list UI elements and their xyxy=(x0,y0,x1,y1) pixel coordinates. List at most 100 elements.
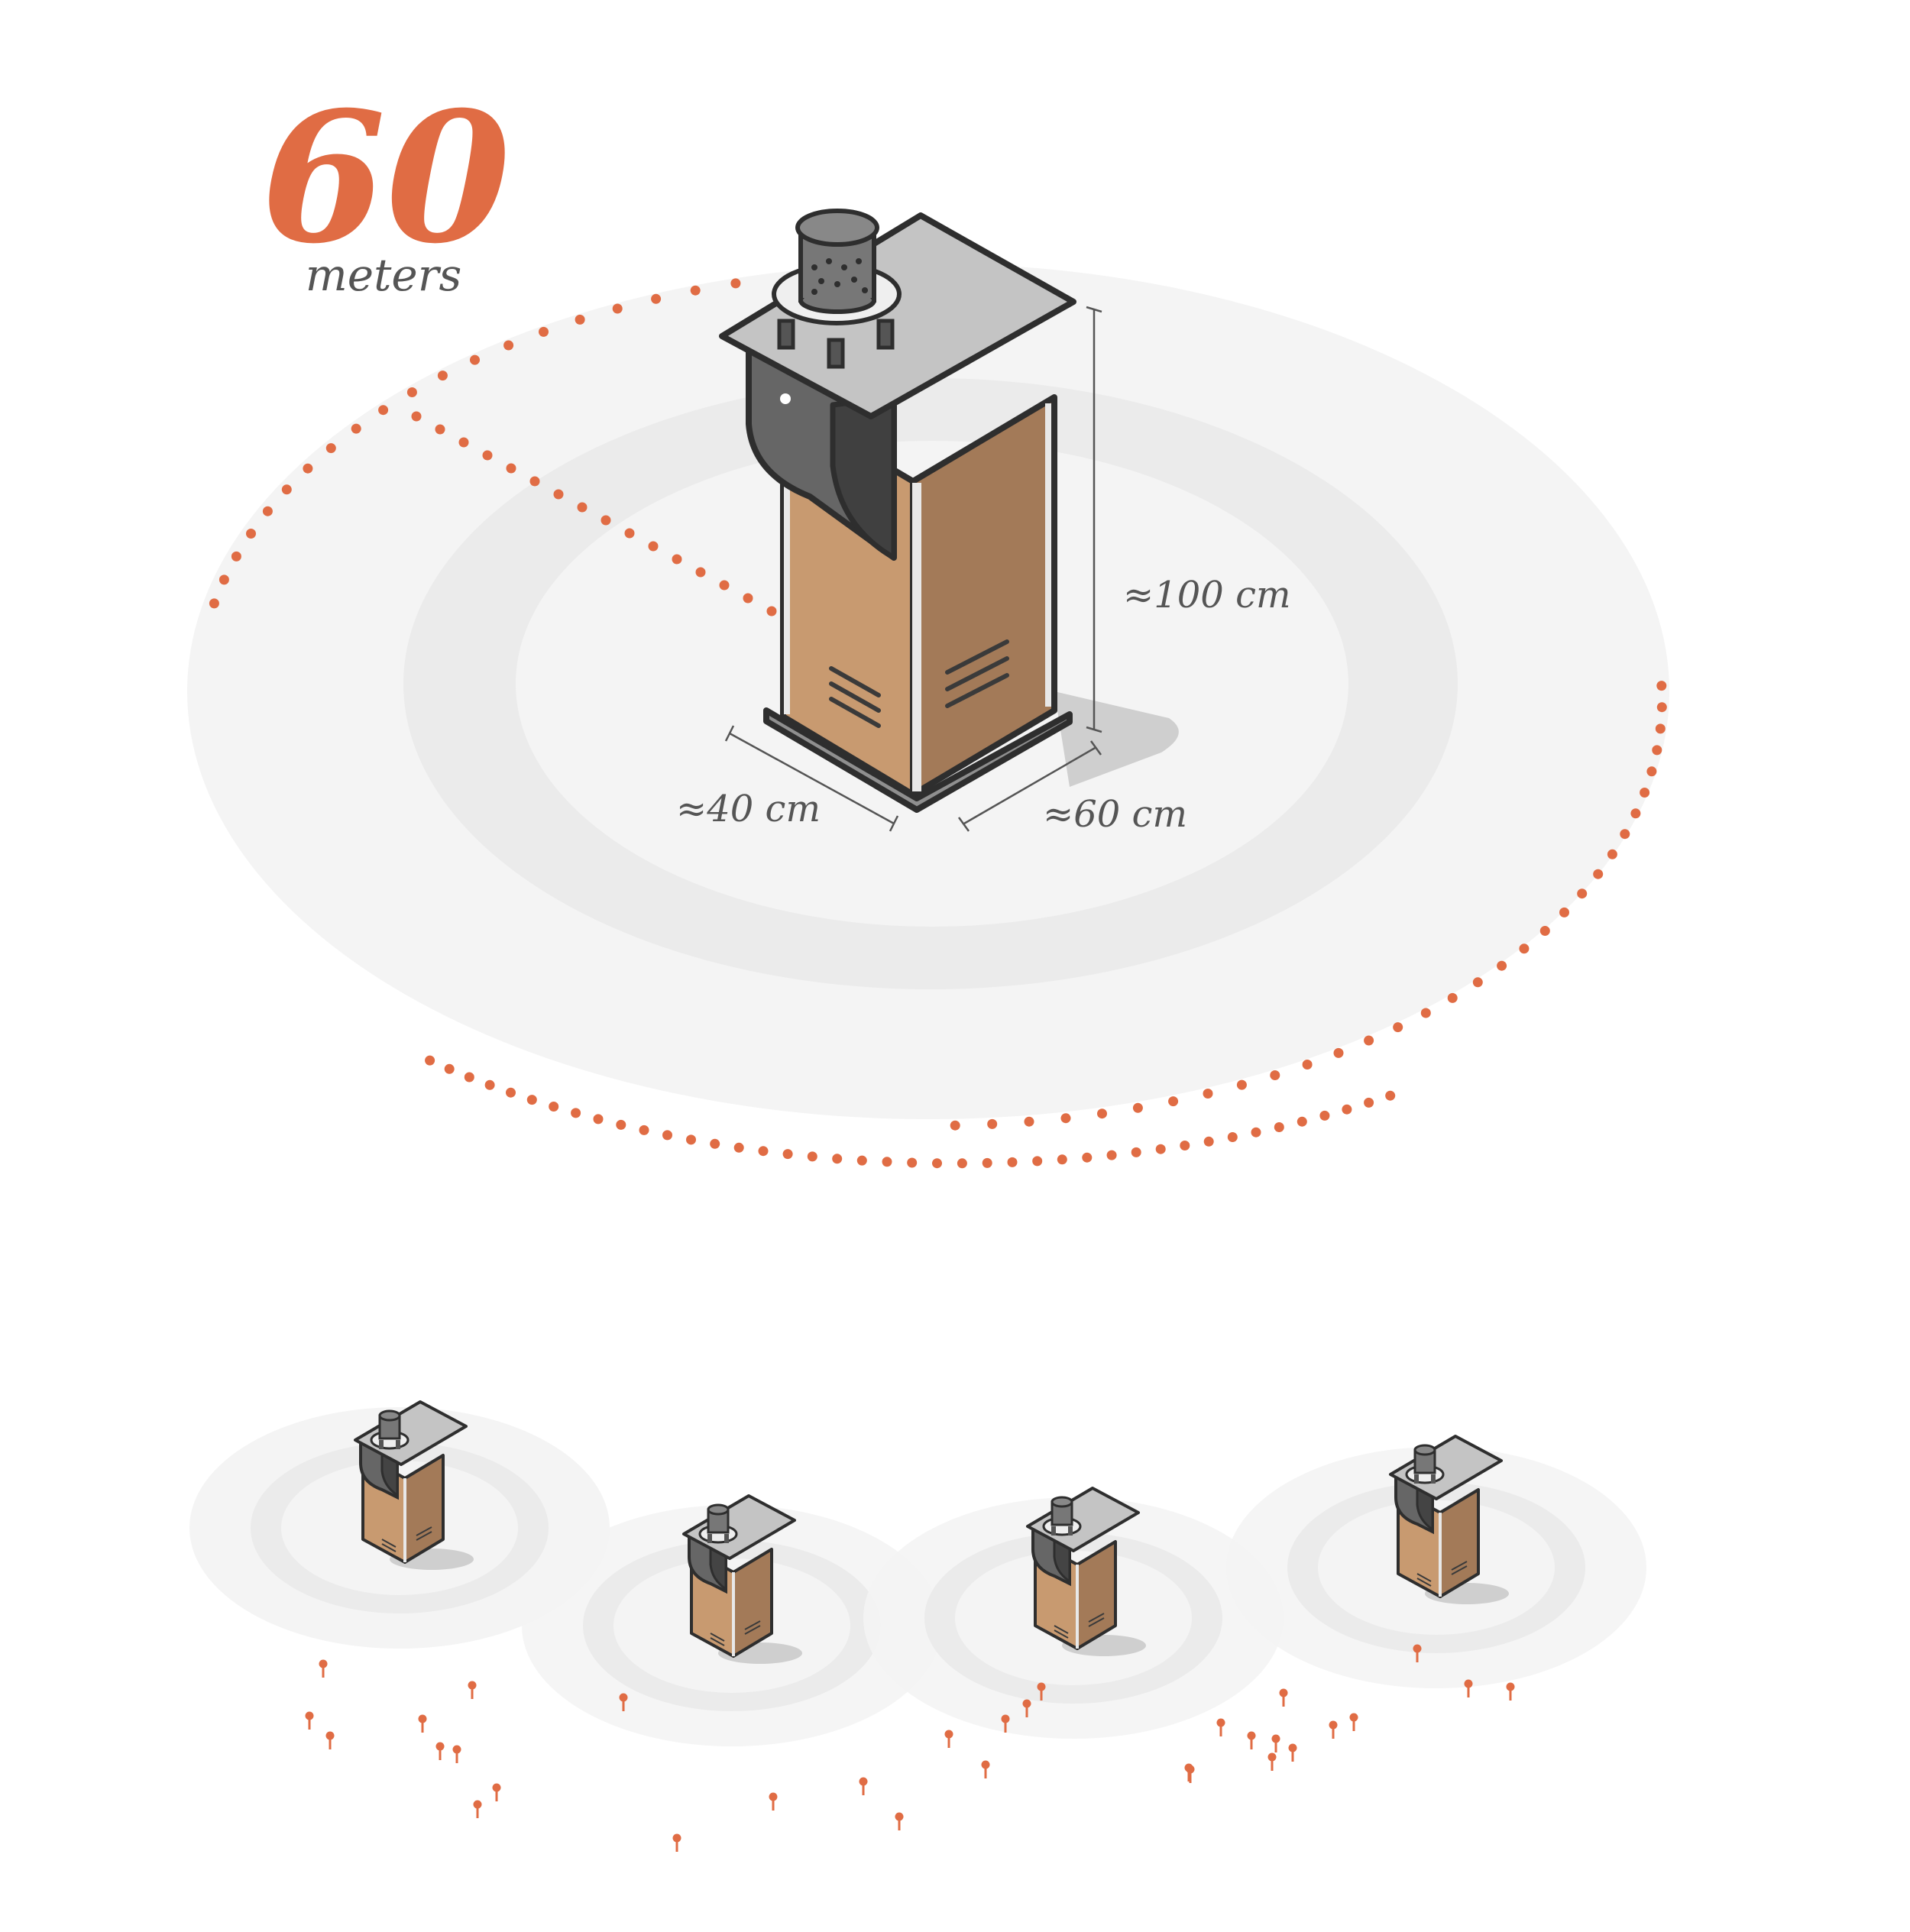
radius-dot xyxy=(1333,1047,1344,1058)
radius-dot xyxy=(231,551,241,561)
radius-dot xyxy=(1447,992,1458,1003)
radius-dot xyxy=(437,371,448,381)
map-pin-icon xyxy=(1271,1733,1281,1754)
radius-dot xyxy=(262,506,273,516)
radius-dot xyxy=(435,424,445,435)
dimension-depth-label: ≈60 cm xyxy=(1043,793,1187,836)
radius-dot xyxy=(1652,745,1662,756)
radius-dot xyxy=(648,541,659,552)
boundary-dot xyxy=(686,1134,696,1145)
vent-slots-front xyxy=(829,666,881,728)
map-pin-icon xyxy=(1463,1678,1474,1699)
map-pin-icon xyxy=(452,1744,462,1765)
boundary-dot xyxy=(1106,1150,1117,1160)
radius-dot xyxy=(672,554,682,565)
radius-dot xyxy=(651,293,662,304)
radius-dot xyxy=(1024,1116,1034,1127)
map-pin-icon xyxy=(325,1730,335,1751)
radius-dot xyxy=(1593,869,1604,879)
boundary-dot xyxy=(957,1158,967,1169)
radius-dot xyxy=(1577,888,1588,899)
radius-dot xyxy=(406,387,417,397)
radius-dot xyxy=(1655,723,1666,734)
radius-dot xyxy=(1607,849,1617,859)
map-pin-icon xyxy=(672,1833,682,1853)
radius-dot xyxy=(281,484,292,495)
boundary-dot xyxy=(1007,1157,1018,1167)
boundary-dot xyxy=(484,1079,495,1090)
radius-dot xyxy=(506,463,516,474)
radius-dot xyxy=(219,574,229,585)
boundary-dot xyxy=(832,1154,843,1164)
map-pin-icon xyxy=(858,1776,869,1797)
boundary-dot xyxy=(616,1119,626,1130)
radius-dot xyxy=(1497,960,1507,971)
boundary-dot xyxy=(1203,1136,1214,1147)
radius-dot xyxy=(1646,766,1657,777)
sensor-head xyxy=(772,209,902,369)
radius-dot xyxy=(1393,1022,1403,1033)
map-pin-icon xyxy=(768,1791,779,1812)
radius-dot xyxy=(325,443,336,454)
boundary-dot xyxy=(1227,1132,1238,1142)
map-pin-icon xyxy=(304,1710,315,1731)
radius-dot xyxy=(246,529,256,539)
boundary-dot xyxy=(733,1142,744,1153)
radius-dot xyxy=(1168,1096,1179,1107)
radius-dot xyxy=(624,528,635,539)
coverage-radius-unit: meters xyxy=(306,249,461,301)
radius-dot xyxy=(411,411,422,422)
map-pin-icon xyxy=(1328,1720,1339,1740)
radius-dot xyxy=(601,515,611,526)
radius-dot xyxy=(1472,977,1483,988)
boundary-dot xyxy=(758,1146,769,1157)
coverage-radius-line-dots xyxy=(411,411,777,616)
radius-dot xyxy=(1060,1113,1071,1124)
radius-dot xyxy=(303,463,313,474)
boundary-dot xyxy=(1274,1122,1284,1132)
map-pin-icon xyxy=(1278,1688,1289,1708)
coverage-boundary-arc-dots xyxy=(425,1055,1396,1169)
radius-dot xyxy=(1656,681,1667,691)
map-pin-icon xyxy=(467,1680,478,1701)
radius-dot xyxy=(1097,1108,1107,1119)
radius-dot xyxy=(690,285,701,296)
dimension-width-label: ≈40 cm xyxy=(676,788,821,830)
boundary-dot xyxy=(1131,1147,1141,1157)
boundary-dot xyxy=(907,1157,918,1168)
boundary-dot xyxy=(526,1095,537,1105)
boundary-dot xyxy=(1364,1097,1374,1108)
radius-dot xyxy=(1620,829,1630,840)
boundary-dot xyxy=(1082,1152,1093,1163)
boundary-dot xyxy=(444,1063,455,1074)
radius-dot xyxy=(209,598,219,609)
boundary-dot xyxy=(710,1138,720,1149)
boundary-dot xyxy=(932,1158,942,1169)
boundary-dot xyxy=(882,1157,892,1167)
boundary-dot xyxy=(1155,1144,1166,1154)
radius-dot xyxy=(730,278,741,289)
radius-dot xyxy=(1539,926,1550,936)
dimension-height-label: ≈100 cm xyxy=(1123,574,1291,616)
radius-dot xyxy=(1270,1070,1280,1080)
boundary-dot xyxy=(1319,1110,1330,1121)
radius-dot xyxy=(1559,907,1569,917)
boundary-dot xyxy=(1032,1156,1043,1167)
radius-dot xyxy=(1630,808,1641,819)
boundary-dot xyxy=(464,1072,474,1083)
boundary-dot xyxy=(639,1125,649,1135)
radius-dot xyxy=(612,303,623,314)
radius-dot xyxy=(695,567,706,578)
boundary-dot xyxy=(425,1055,435,1066)
boundary-dot xyxy=(1342,1104,1352,1115)
boundary-dot xyxy=(506,1087,516,1098)
map-pin-icon xyxy=(491,1782,502,1803)
radius-dot xyxy=(575,314,585,325)
boundary-dot xyxy=(662,1130,672,1141)
sensor-cabinet-large xyxy=(719,209,1179,813)
boundary-dot xyxy=(571,1108,581,1118)
map-pin-icon xyxy=(894,1811,905,1832)
boundary-dot xyxy=(593,1114,604,1125)
radius-dot xyxy=(539,326,549,337)
